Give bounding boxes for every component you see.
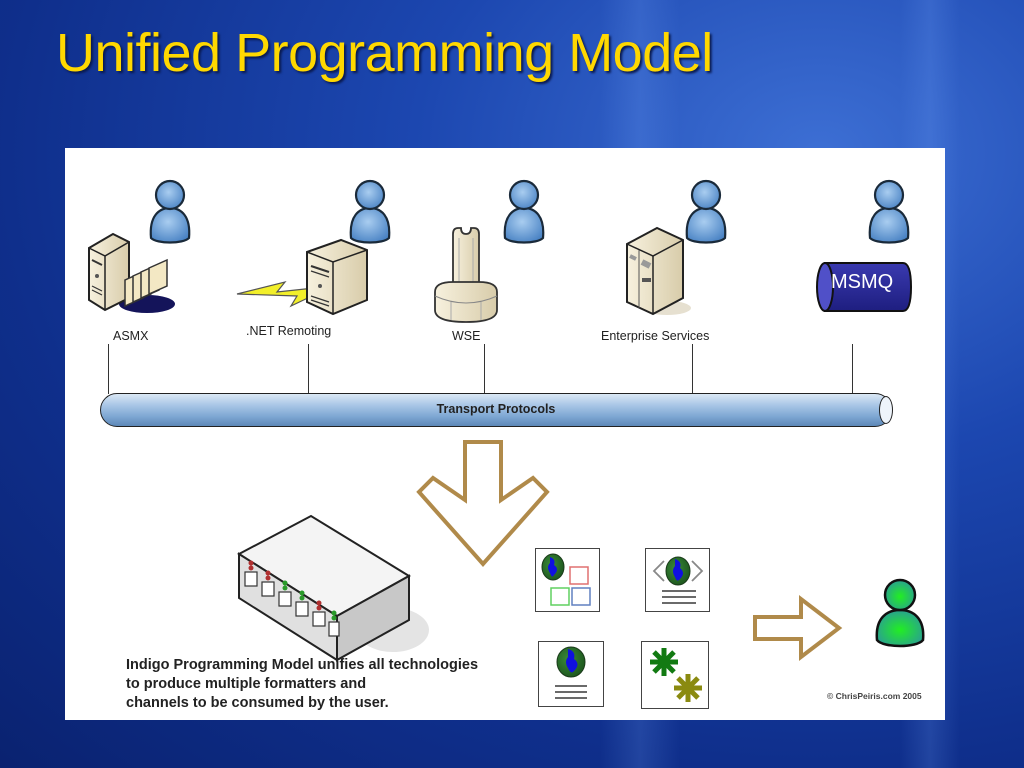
tech-label-net-remoting: .NET Remoting <box>246 324 332 338</box>
transport-protocols-label: Transport Protocols <box>436 402 556 416</box>
pillar-icon <box>434 227 498 323</box>
diagram-caption: Indigo Programming Model unifies all tec… <box>126 656 478 713</box>
user-icon <box>149 179 191 244</box>
globe-document-icon <box>555 646 587 699</box>
transport-protocols-bus: Transport Protocols <box>100 393 893 427</box>
tech-label-wse: WSE <box>452 329 481 343</box>
formatter-asterisks <box>641 641 709 709</box>
globe-icon <box>541 553 591 606</box>
server-icon <box>306 238 368 316</box>
user-icon <box>349 179 391 244</box>
tech-label-asmx: ASMX <box>113 329 149 343</box>
connector-line <box>852 344 853 394</box>
user-icon <box>503 179 545 244</box>
message-queue-icon <box>816 262 913 312</box>
pipe-end-cap <box>879 396 893 424</box>
user-icon <box>868 179 910 244</box>
right-arrow-icon <box>753 594 843 662</box>
formatter-globe-squares <box>535 548 600 612</box>
msmq-cylinder: MSMQ <box>815 261 913 313</box>
formatter-globe-text <box>538 641 604 707</box>
enterprise-server-icon <box>626 226 691 316</box>
asterisks-icon <box>650 648 702 702</box>
web-server-folders-icon <box>88 232 175 313</box>
diagram-panel: ASMX .NET Remoting WSE Enterprise Serv <box>65 148 945 720</box>
globe-xml-icon <box>652 556 704 604</box>
network-switch-icon <box>237 514 429 662</box>
tech-label-enterprise-services: Enterprise Services <box>601 329 710 343</box>
consumer-user-icon <box>875 578 925 648</box>
tech-label-msmq: MSMQ <box>831 271 894 293</box>
connector-line <box>692 344 693 394</box>
caption-line: to produce multiple formatters and <box>126 676 367 692</box>
copyright-notice: © ChrisPeiris.com 2005 <box>827 691 922 701</box>
caption-line: channels to be consumed by the user. <box>126 695 389 711</box>
connector-line <box>308 344 309 394</box>
connector-line <box>484 344 485 394</box>
down-arrow-icon <box>416 440 550 568</box>
user-icon <box>685 179 727 244</box>
caption-line: Indigo Programming Model unifies all tec… <box>126 657 479 673</box>
slide-title: Unified Programming Model <box>56 23 713 83</box>
formatter-globe-xml <box>645 548 710 612</box>
connector-line <box>108 344 109 394</box>
